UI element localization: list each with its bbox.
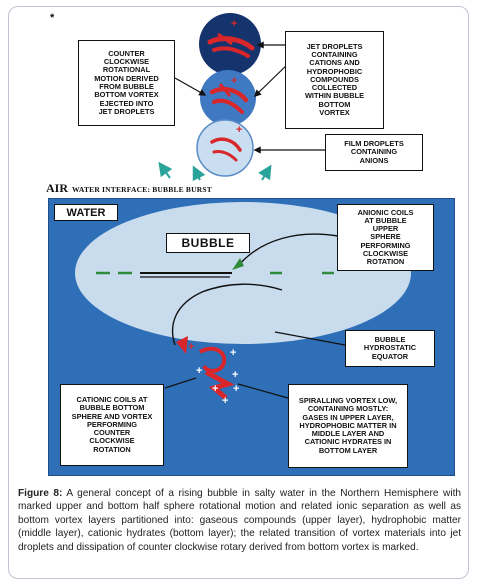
box-line: JET DROPLETS bbox=[98, 106, 155, 116]
box-line: PERFORMING bbox=[86, 419, 138, 429]
box-line: FILM DROPLETS bbox=[344, 139, 404, 149]
anionic-coil-mark bbox=[232, 258, 244, 270]
box-line: COUNTER bbox=[108, 48, 145, 58]
bubble-label: BUBBLE bbox=[166, 233, 250, 253]
box-line: CATIONIC HYDRATES IN bbox=[304, 437, 392, 447]
box-line: BUBBLE BOTTOM bbox=[79, 403, 145, 413]
box-line: VORTEX bbox=[319, 107, 350, 117]
box-line: COLLECTED bbox=[311, 83, 358, 93]
box-line: HYDROPHOBIC bbox=[306, 66, 363, 76]
box-line: SPHERE bbox=[370, 232, 401, 242]
plus-sign: + bbox=[231, 75, 237, 87]
box-line: CLOCKWISE bbox=[89, 436, 135, 446]
box-line: PERFORMING bbox=[360, 240, 411, 250]
box-line: HYDROSTATIC bbox=[363, 343, 417, 353]
box-line: COUNTER bbox=[93, 428, 131, 438]
box-line: EQUATOR bbox=[371, 351, 409, 361]
figure-caption: Figure 8: A general concept of a rising … bbox=[18, 487, 461, 554]
box-line: AT BUBBLE bbox=[364, 215, 407, 225]
upper-coil-leader bbox=[237, 233, 339, 267]
top-mark: * bbox=[50, 12, 55, 24]
box-line: ANIONIC COILS bbox=[357, 207, 414, 217]
plus-sign: + bbox=[188, 341, 194, 353]
box-line: BOTTOM bbox=[318, 99, 351, 109]
box-line: BUBBLE bbox=[374, 335, 406, 345]
plus-sign: + bbox=[233, 383, 239, 395]
jet-droplet-top bbox=[199, 13, 261, 75]
upward-arrow bbox=[158, 161, 173, 179]
jet-droplet-middle bbox=[200, 70, 256, 126]
box-line: SPIRALLING VORTEX LOW, bbox=[298, 396, 398, 406]
plus-sign: + bbox=[231, 18, 237, 30]
leader-line bbox=[174, 77, 207, 96]
plus-sign: + bbox=[222, 395, 228, 407]
plus-sign: + bbox=[196, 365, 202, 377]
box-line: COMPOUNDS bbox=[310, 74, 359, 84]
box-line: ROTATION bbox=[366, 257, 405, 267]
upward-arrow bbox=[192, 165, 206, 182]
box-line: JET DROPLETS bbox=[306, 41, 363, 51]
box-line: CLOCKWISE bbox=[362, 248, 409, 258]
cationic-leader bbox=[164, 377, 197, 389]
box-line: CONTAINING bbox=[350, 147, 398, 157]
box-line: GASES IN UPPER LAYER, bbox=[302, 412, 394, 422]
box-line: CONTAINING MOSTLY: bbox=[307, 404, 389, 414]
box-line: WITHIN BUBBLE bbox=[304, 91, 365, 101]
interface-label: WATER INTERFACE: BUBBLE BURST bbox=[72, 185, 212, 194]
hydrostatic-equator bbox=[96, 271, 334, 278]
equator-leader bbox=[274, 331, 346, 346]
spiralling-vortex-box: SPIRALLING VORTEX LOW,CONTAINING MOSTLY:… bbox=[288, 384, 408, 468]
water-label: WATER bbox=[54, 204, 118, 221]
plus-sign: + bbox=[232, 369, 238, 381]
box-line: BOTTOM VORTEX bbox=[94, 90, 159, 100]
box-line: CONTAINING bbox=[311, 50, 358, 60]
spiral-leader bbox=[237, 383, 289, 399]
air-water-interface-label: AIR WATER INTERFACE: BUBBLE BURST bbox=[46, 179, 212, 197]
box-line: ANIONS bbox=[359, 155, 389, 165]
box-line: BOTTOM LAYER bbox=[318, 445, 378, 455]
box-line: CATIONIC COILS AT bbox=[76, 395, 148, 405]
upward-arrow bbox=[258, 164, 272, 181]
plus-sign: + bbox=[212, 383, 218, 395]
box-line: UPPER bbox=[372, 224, 399, 234]
plus-sign: + bbox=[230, 347, 236, 359]
bubble bbox=[75, 202, 411, 344]
cationic-coil bbox=[176, 336, 235, 400]
box-line: SPHERE AND VORTEX bbox=[71, 411, 153, 421]
box-line: MOTION DERIVED bbox=[94, 73, 159, 83]
box-line: FROM BUBBLE bbox=[99, 82, 154, 91]
box-line: HYDROPHOBIC MATTER IN bbox=[299, 420, 397, 430]
film-droplet bbox=[196, 119, 254, 177]
lower-coil-leader bbox=[171, 283, 283, 346]
box-line: EJECTED INTO bbox=[99, 98, 154, 108]
box-line: ROTATION bbox=[93, 444, 131, 454]
plus-sign: + bbox=[236, 124, 242, 136]
caption-text: A general concept of a rising bubble in … bbox=[18, 488, 461, 553]
caption-label: Figure 8: bbox=[18, 488, 63, 499]
box-line: CLOCKWISE bbox=[103, 57, 150, 67]
air-label: AIR bbox=[46, 181, 69, 195]
box-line: ROTATIONAL bbox=[102, 65, 151, 75]
box-line: MIDDLE LAYER AND bbox=[311, 429, 385, 439]
box-line: CATIONS AND bbox=[309, 58, 360, 68]
